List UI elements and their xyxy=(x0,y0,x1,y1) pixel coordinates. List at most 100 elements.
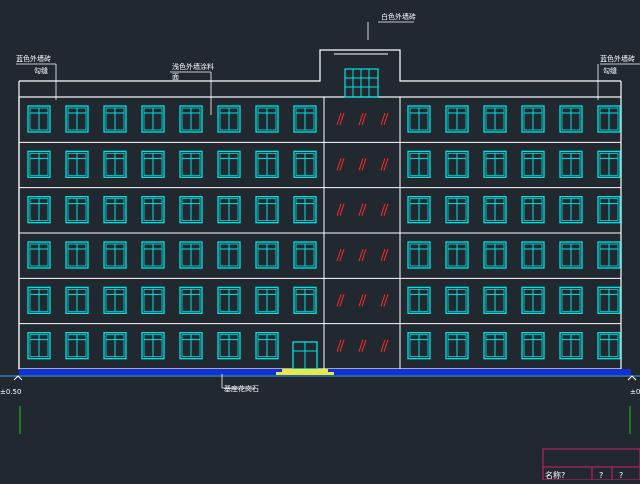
window-frame xyxy=(407,105,431,133)
glazing-stroke xyxy=(380,112,386,126)
window xyxy=(217,241,241,269)
annotation-upper-left-1: 浅色外墙涂料 xyxy=(172,62,214,71)
window-frame xyxy=(407,150,431,178)
window xyxy=(407,332,431,360)
stair-glazing-marks xyxy=(336,248,389,262)
glazing-stroke xyxy=(336,248,342,262)
window-frame xyxy=(103,105,127,133)
window-frame xyxy=(217,196,241,224)
window-frame xyxy=(141,286,165,314)
window xyxy=(445,150,469,178)
glazing-stroke xyxy=(383,158,389,171)
window xyxy=(65,105,89,133)
window-frame xyxy=(407,196,431,224)
window xyxy=(483,332,507,360)
stair-glazing-marks xyxy=(336,294,389,307)
window xyxy=(65,332,89,360)
window xyxy=(27,196,51,224)
window-frame xyxy=(141,150,165,178)
window-frame xyxy=(27,332,51,360)
window xyxy=(445,286,469,314)
window-frame xyxy=(445,196,469,224)
stair-glazing-marks xyxy=(336,203,389,216)
glazing-stroke xyxy=(383,248,389,262)
glazing-stroke xyxy=(358,112,364,126)
stair-glazing-marks xyxy=(336,158,389,171)
glazing-stroke xyxy=(358,203,364,216)
window-frame xyxy=(217,332,241,360)
glazing-stroke xyxy=(380,203,386,216)
window xyxy=(559,105,583,133)
window xyxy=(65,196,89,224)
window xyxy=(179,332,203,360)
window-frame xyxy=(103,332,127,360)
window-frame xyxy=(65,196,89,224)
window xyxy=(65,241,89,269)
window xyxy=(179,196,203,224)
window-frame xyxy=(521,332,545,360)
window-frame xyxy=(483,105,507,133)
window xyxy=(27,332,51,360)
window-frame xyxy=(445,241,469,269)
window-frame xyxy=(65,105,89,133)
window xyxy=(179,286,203,314)
window-frame xyxy=(141,105,165,133)
window-frame xyxy=(559,105,583,133)
window-frame xyxy=(597,286,621,314)
window-frame xyxy=(27,196,51,224)
window-frame xyxy=(255,150,279,178)
window xyxy=(559,241,583,269)
window-frame xyxy=(217,241,241,269)
window-frame xyxy=(255,241,279,269)
level-triangle-right xyxy=(627,375,637,381)
window xyxy=(407,196,431,224)
window-frame xyxy=(217,105,241,133)
annotation-left-corner-1: 蓝色外墙砖 xyxy=(16,54,51,63)
window xyxy=(27,286,51,314)
level-triangle-left xyxy=(13,375,23,381)
window-frame xyxy=(103,286,127,314)
glazing-stroke xyxy=(383,203,389,216)
window-frame xyxy=(445,150,469,178)
glazing-stroke xyxy=(336,203,342,216)
glazing-stroke xyxy=(339,248,345,262)
entrance-door xyxy=(292,341,318,370)
window-grid xyxy=(27,105,621,370)
window xyxy=(217,105,241,133)
window-frame xyxy=(141,196,165,224)
glazing-stroke xyxy=(380,248,386,262)
window xyxy=(27,150,51,178)
glazing-stroke xyxy=(336,339,342,352)
window xyxy=(559,196,583,224)
window-frame xyxy=(559,150,583,178)
glazing-stroke xyxy=(361,112,367,126)
window-frame xyxy=(483,196,507,224)
window-frame xyxy=(141,241,165,269)
glazing-stroke xyxy=(383,339,389,352)
window xyxy=(179,241,203,269)
glazing-stroke xyxy=(358,339,364,352)
window xyxy=(559,332,583,360)
window xyxy=(141,196,165,224)
glazing-stroke xyxy=(361,294,367,307)
annotation-left-corner-2: 勾缝 xyxy=(34,66,48,75)
stair-glazing-marks xyxy=(336,339,389,352)
window xyxy=(255,150,279,178)
window xyxy=(217,286,241,314)
glazing-stroke xyxy=(361,158,367,171)
window-frame xyxy=(597,241,621,269)
window xyxy=(407,150,431,178)
window xyxy=(597,286,621,314)
window-frame xyxy=(407,286,431,314)
window-frame xyxy=(65,332,89,360)
window-frame xyxy=(483,332,507,360)
window xyxy=(65,286,89,314)
window xyxy=(293,286,317,314)
glazing-stroke xyxy=(380,339,386,352)
window xyxy=(255,105,279,133)
window-frame xyxy=(293,196,317,224)
window-frame xyxy=(255,286,279,314)
window-frame xyxy=(179,150,203,178)
